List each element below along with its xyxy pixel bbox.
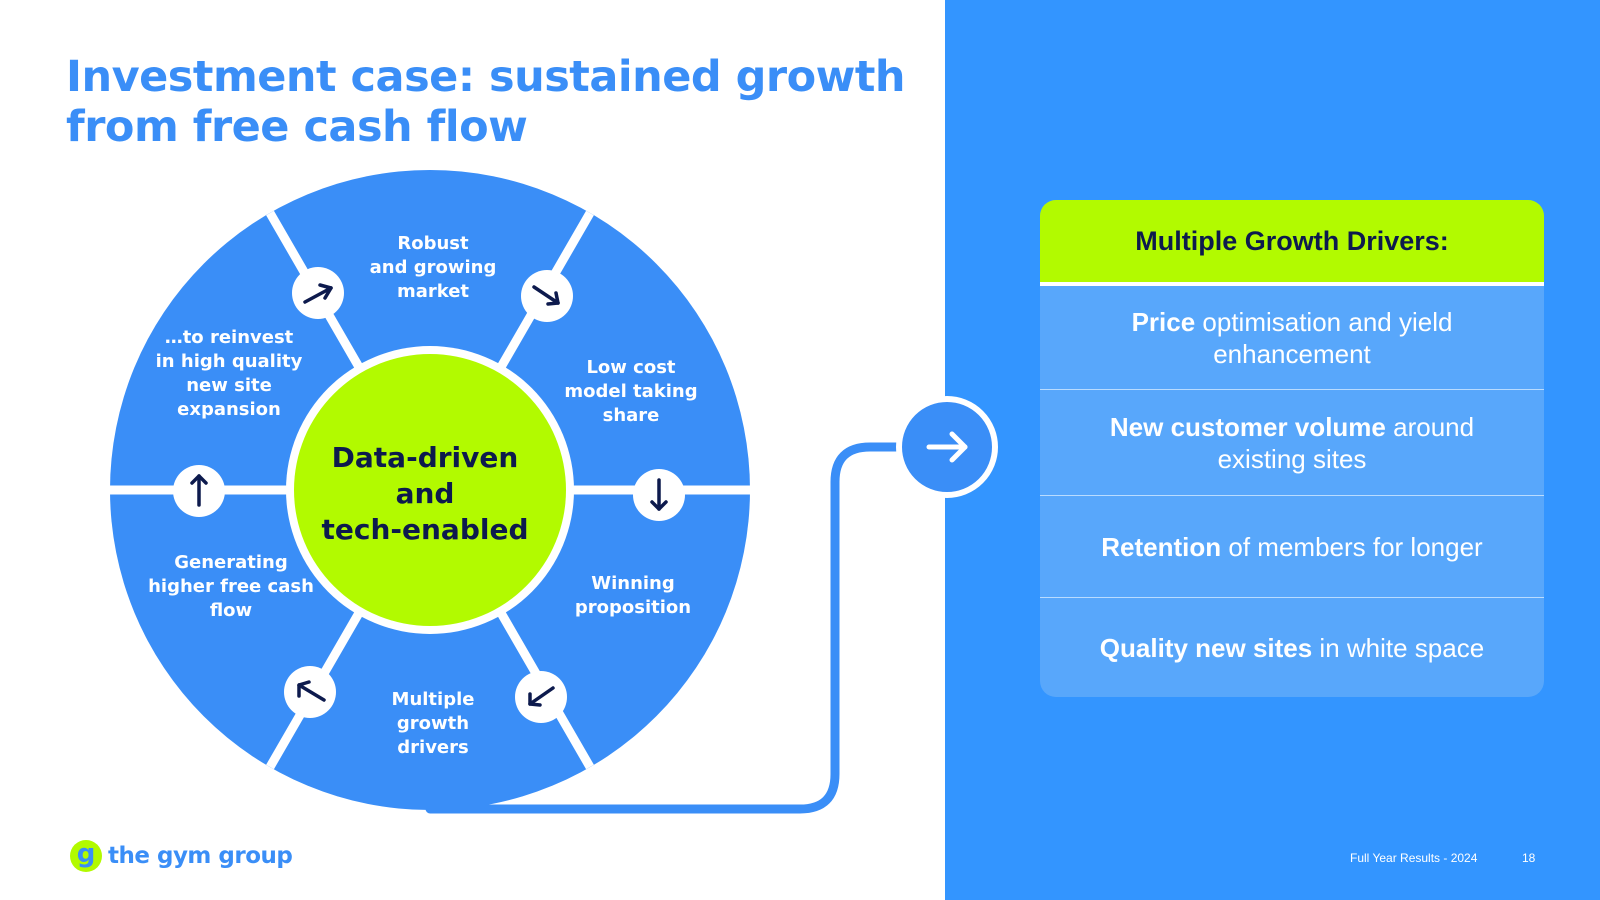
driver-description: of members for longer <box>1221 531 1483 562</box>
segment-free-cash-flow: Generating higher free cash flow <box>146 551 316 623</box>
slide-title-line-2: from free cash flow <box>66 102 528 152</box>
driver-description: in white space <box>1312 632 1485 663</box>
footer-caption: Full Year Results - 2024 <box>1350 851 1478 865</box>
segment-line: new site <box>186 375 272 396</box>
segment-multiple-growth-drivers: Multiple growth drivers <box>348 688 518 760</box>
driver-row-new-sites: Quality new sites in white space <box>1040 597 1544 697</box>
arrow-down-left-icon <box>515 671 567 723</box>
segment-line: market <box>396 281 470 302</box>
segment-line: higher free cash <box>148 576 314 597</box>
segment-line: Generating <box>174 552 288 573</box>
arrow-right-icon <box>896 396 998 498</box>
segment-line: in high quality <box>155 351 303 372</box>
arrow-down-right-icon <box>521 270 573 322</box>
page-number: 18 <box>1522 851 1536 865</box>
logo-wordmark: the gym group <box>108 843 293 869</box>
card-header: Multiple Growth Drivers: <box>1040 200 1544 286</box>
segment-line: growth <box>396 713 470 734</box>
driver-keyword: Retention <box>1101 531 1222 562</box>
connector-line <box>425 442 910 814</box>
segment-line: Low cost <box>586 357 676 378</box>
driver-text: Price optimisation and yield enhancement <box>1066 306 1518 370</box>
segment-line: proposition <box>574 597 692 618</box>
segment-line: drivers <box>397 737 469 758</box>
company-logo: g the gym group <box>70 840 293 872</box>
arrow-up-icon <box>173 465 225 517</box>
arrow-down-icon <box>633 469 685 521</box>
segment-line: and growing <box>369 257 497 278</box>
hub-circle <box>294 354 566 626</box>
driver-text: New customer volume around existing site… <box>1066 411 1518 475</box>
segment-line: flow <box>209 600 253 621</box>
arrow-up-left-icon <box>284 666 336 718</box>
segment-reinvest: …to reinvest in high quality new site ex… <box>144 326 314 422</box>
driver-description: around existing sites <box>1217 411 1475 474</box>
driver-keyword: Quality new sites <box>1099 632 1313 663</box>
segment-line: share <box>602 405 660 426</box>
segment-line: expansion <box>177 399 281 420</box>
arrow-up-right-icon <box>292 267 344 319</box>
hub-label-line: and <box>395 477 455 510</box>
slide-title: Investment case: sustained growth from f… <box>66 52 926 152</box>
logo-g-icon: g <box>70 840 102 872</box>
hub-label-line: tech-enabled <box>321 513 529 546</box>
driver-description: optimisation and yield enhancement <box>1195 306 1453 369</box>
hub-label-line: Data-driven <box>331 441 519 474</box>
segment-line: model taking <box>564 381 698 402</box>
segment-robust-market: Robust and growing market <box>348 232 518 304</box>
segment-low-cost-model: Low cost model taking share <box>546 356 716 428</box>
segment-line: Winning <box>591 573 675 594</box>
driver-row-new-customers: New customer volume around existing site… <box>1040 389 1544 495</box>
hub-label: Data-driven and tech-enabled <box>315 440 535 548</box>
driver-keyword: New customer volume <box>1109 411 1386 442</box>
segment-line: …to reinvest <box>164 327 294 348</box>
segment-line: Robust <box>397 233 469 254</box>
segment-line: Multiple <box>391 689 475 710</box>
driver-row-price: Price optimisation and yield enhancement <box>1040 286 1544 389</box>
slide-title-line-1: Investment case: sustained growth <box>66 52 906 102</box>
growth-drivers-card: Multiple Growth Drivers: Price optimisat… <box>1040 200 1544 697</box>
driver-row-retention: Retention of members for longer <box>1040 495 1544 597</box>
segment-winning-proposition: Winning proposition <box>548 572 718 620</box>
driver-text: Quality new sites in white space <box>1100 632 1484 664</box>
driver-text: Retention of members for longer <box>1101 531 1482 563</box>
driver-keyword: Price <box>1131 306 1196 337</box>
